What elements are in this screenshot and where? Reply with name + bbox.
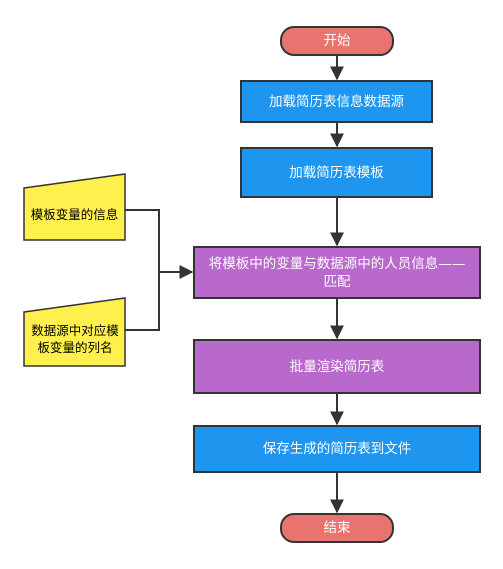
- process-step-5: 保存生成的简历表到文件: [193, 425, 481, 473]
- start-node: 开始: [280, 26, 394, 56]
- connector-input2: [125, 272, 160, 331]
- process-step-2-label: 加载简历表模板: [289, 164, 384, 181]
- start-label: 开始: [323, 33, 351, 49]
- process-step-1: 加载简历表信息数据源: [240, 80, 433, 123]
- input-note-1: 模板变量的信息: [24, 190, 125, 238]
- process-step-2: 加载简历表模板: [240, 147, 433, 198]
- process-step-5-label: 保存生成的简历表到文件: [262, 441, 412, 457]
- input-note-2: 数据源中对应模板变量的列名: [26, 314, 124, 364]
- process-step-1-label: 加载简历表信息数据源: [269, 93, 404, 110]
- process-step-3-label: 将模板中的变量与数据源中的人员信息——匹配: [208, 255, 466, 290]
- process-step-4: 批量渲染简历表: [193, 339, 481, 394]
- process-step-4-label: 批量渲染简历表: [289, 358, 385, 375]
- input-note-shape-2: [23, 297, 126, 367]
- process-step-3: 将模板中的变量与数据源中的人员信息——匹配: [193, 246, 481, 299]
- input-note-2-label: 数据源中对应模板变量的列名: [31, 323, 119, 355]
- input-note-1-label: 模板变量的信息: [30, 206, 119, 222]
- end-node: 结束: [280, 513, 394, 543]
- end-label: 结束: [323, 520, 351, 536]
- input-note-shape-1: [23, 173, 126, 241]
- connector-input1: [125, 209, 160, 272]
